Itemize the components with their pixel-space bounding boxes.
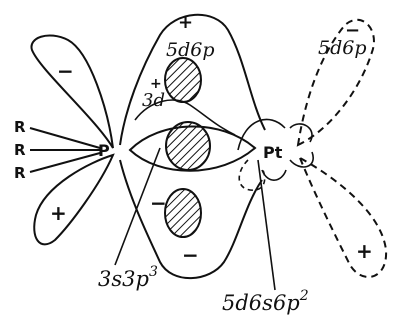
label-5d6s6p2: 5d6s6p2 [222,288,309,315]
sign-d-bottom-lobe: − [182,243,199,267]
label-3s3p3-exp: 3 [149,264,158,280]
sign-d-3d-lobe: + [150,76,162,92]
label-3s3p3-base: 3s3p [98,267,149,291]
dashed-upper-lobe [296,18,375,147]
pt-dashed-inner [238,159,266,191]
sign-dashed-lower-lobe: + [356,239,373,263]
pointer-5d6s6p2 [257,159,276,291]
p-lower-lobe [33,153,115,246]
hatched-lobe-top [164,57,202,103]
hatched-lobe-bottom [164,188,202,238]
label-3s3p3: 3s3p3 [98,264,158,291]
d-orbital-upper-outline [119,13,266,146]
sign-dashed-upper-lobe: − [345,20,360,41]
pointer-3s3p3 [114,147,161,266]
bond-r1 [29,127,101,149]
bond-r3 [29,152,101,173]
label-5d6p-upper: 5d6p [166,39,215,61]
substituent-r1: R [14,118,26,136]
sign-p-lower-lobe: + [50,201,67,225]
substituent-r3: R [14,164,26,182]
dashed-lower-lobe [298,155,388,278]
sign-p-upper-lobe: − [57,59,74,83]
p-upper-lobe [30,34,114,149]
substituent-r2: R [14,141,26,159]
pt-small-lobes [237,118,314,181]
label-5d6s6p2-exp: 2 [299,288,309,304]
label-5d6s6p2-base: 5d6s6p [222,291,300,315]
atom-label-pt: Pt [263,143,283,162]
d-orbital-lower-outline [119,159,263,280]
label-5d6p-dashed: 5d6p [318,37,367,59]
d-3d-boundary [134,99,236,136]
sign-d-lower-lobe: − [150,191,167,215]
sign-d-top-lobe: + [178,12,193,33]
atom-label-p: P [98,141,110,160]
sigma-bond-lens [128,125,257,172]
label-3d: 3d [142,90,165,111]
